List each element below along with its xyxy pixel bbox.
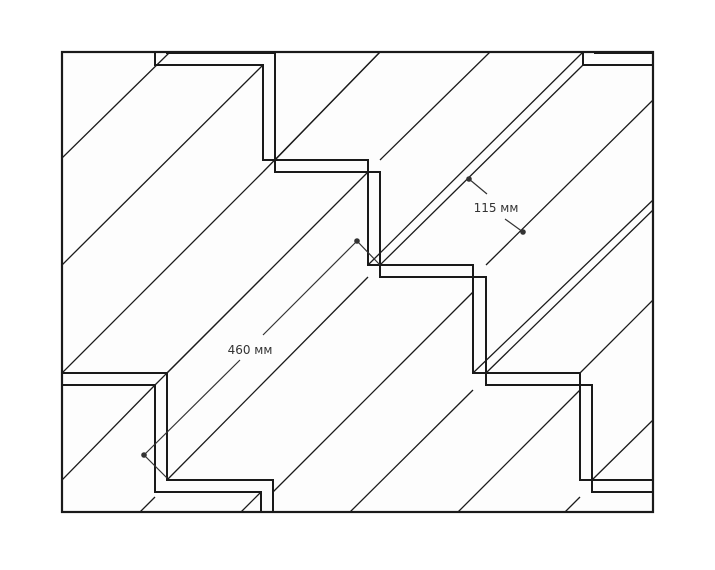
dim-460-line-lower [143,359,241,456]
board-edge [579,299,653,374]
board-edge [457,389,581,512]
dim-115-leader-bottom [504,218,524,233]
board-edge [564,496,581,512]
dim-115-label-bg [466,199,524,215]
board-edge [485,99,653,266]
board-edge [62,384,156,481]
dim-460-extension-top [356,240,381,266]
board-edge [240,491,262,512]
dim-115-leader-top [468,178,488,195]
dim-460-point-a [354,238,360,244]
board-edge [485,209,653,374]
floor-area [62,52,653,512]
board-edge [62,171,264,374]
board-edge [591,419,653,481]
dim-115-point-a [466,176,472,182]
board-edge [166,276,369,481]
dimension-460 [141,238,381,479]
seam-lower-inner [62,384,262,512]
board-edge [62,64,264,266]
board-edge [274,52,381,161]
diagonal-boards [62,52,653,512]
board-edge [139,496,156,512]
dim-460-point-b [141,452,147,458]
dim-115-label: 115 мм [474,201,519,215]
board-edge [272,291,474,493]
board-edge [349,389,474,512]
dim-115-point-b [520,229,526,235]
dim-460-extension-bottom [143,454,168,479]
dim-460-line-upper [262,240,358,336]
floor-frame [60,50,655,514]
board-edge [367,52,584,266]
board-edge [379,64,584,266]
board-edge [379,52,491,161]
dim-460-label: 460 мм [228,343,273,357]
board-edge [62,52,171,159]
dim-460-label-bg [222,341,278,357]
board-edge [472,199,653,374]
dimension-115 [466,176,526,235]
board-edge [166,171,369,374]
